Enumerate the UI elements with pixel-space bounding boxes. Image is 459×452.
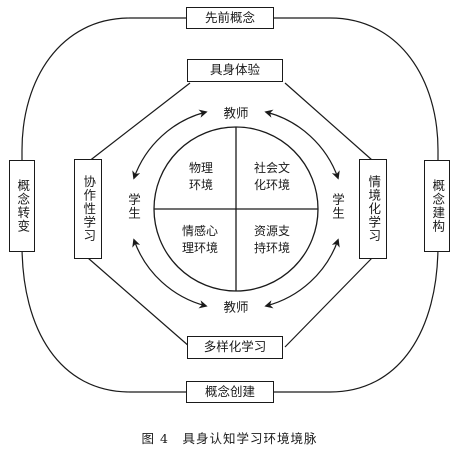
circle-right-label: 学生: [328, 193, 347, 220]
outer-left-label: 概念转变: [15, 179, 31, 233]
outer-loop: [21, 17, 439, 393]
quadrant-bottom-left: 情感心 理环境: [181, 224, 219, 255]
octagon-right-label: 情境化学习: [366, 175, 382, 243]
arrow-bottom-left: [132, 238, 208, 309]
quadrant-bottom-right: 资源支 持环境: [253, 224, 291, 255]
octagon-top-label: 具身体验: [209, 62, 260, 78]
outer-left-box: 概念转变: [9, 160, 35, 252]
quadrant-top-left: 物理 环境: [188, 161, 214, 192]
outer-bottom-box: 概念创建: [186, 381, 274, 403]
outer-bottom-label: 概念创建: [204, 383, 255, 399]
outer-right-label: 概念建构: [430, 179, 446, 233]
figure-caption: 图 4 具身认知学习环境境脉: [141, 431, 318, 446]
octagon-top-box: 具身体验: [187, 59, 283, 82]
arrow-bottom-right: [264, 238, 340, 309]
circle-top-label: 教师: [221, 102, 251, 122]
outer-top-label: 先前概念: [204, 9, 255, 25]
quadrant-top-right: 社会文 化环境: [253, 161, 291, 192]
circle-left-label: 学生: [124, 193, 143, 220]
octagon-right-box: 情境化学习: [359, 159, 387, 259]
circle-bottom-label: 教师: [221, 296, 251, 316]
octagon-left-box: 协作性学习: [74, 159, 102, 259]
outer-right-box: 概念建构: [424, 160, 450, 252]
octagon-bottom-box: 多样化学习: [187, 336, 283, 359]
octagon-left-label: 协作性学习: [81, 175, 97, 243]
arrow-top-right: [264, 109, 340, 180]
octagon-bottom-label: 多样化学习: [203, 339, 267, 355]
arrow-top-left: [132, 109, 208, 180]
outer-top-box: 先前概念: [186, 7, 274, 29]
